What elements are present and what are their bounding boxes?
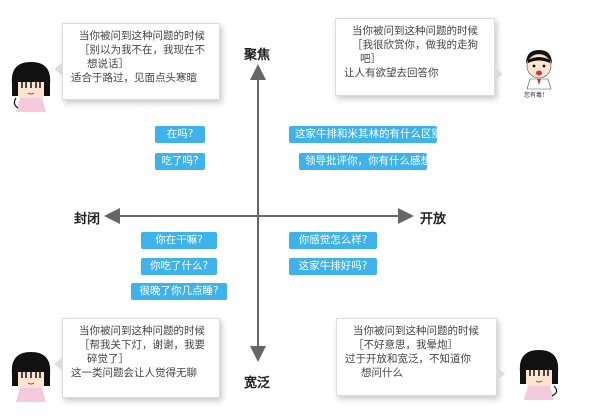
speech-tail xyxy=(496,367,505,381)
card-line: 想说话］ xyxy=(87,58,129,70)
speech-card-bottom-right: 当你被问到这种问题的时候 ［不好意思，我晕炮］ 过于开放和宽泛，不知道你 想问什… xyxy=(336,318,505,396)
card-line: 碎觉了］ xyxy=(87,353,129,365)
card-line: 过于开放和宽泛，不知道你 xyxy=(345,353,471,365)
card-line: ［不好意思，我晕炮］ xyxy=(353,339,458,351)
speech-card-bottom-left: 当你被问到这种问题的时候 ［帮我关下灯，谢谢，我要 碎觉了］ 这一类问题会让人觉… xyxy=(54,318,220,398)
question-button-what-did-you-eat[interactable]: 你吃了什么? xyxy=(141,258,217,275)
card-line: 适合于路过，见面点头寒暄 xyxy=(71,72,197,84)
girl-avatar-icon xyxy=(11,352,51,402)
question-button-have-you-eaten[interactable]: 吃了吗? xyxy=(155,153,205,170)
axis-label-focused: 聚焦 xyxy=(244,48,271,63)
question-button-are-you-there[interactable]: 在吗? xyxy=(155,126,205,143)
question-button-is-steak-good[interactable]: 这家牛排好吗? xyxy=(289,258,377,275)
axis-label-broad: 宽泛 xyxy=(244,376,271,391)
question-button-steak-vs-michelin[interactable]: 这家牛排和米其林的有什么区别? xyxy=(289,126,448,143)
avatar-caption: 您有毒！ xyxy=(524,92,549,99)
card-line: 这一类问题会让人觉得无聊 xyxy=(71,367,197,379)
girl-avatar-icon xyxy=(11,62,51,112)
axis-label-closed: 封闭 xyxy=(74,212,101,227)
speech-tail xyxy=(494,67,503,81)
question-button-what-are-you-doing[interactable]: 你在干嘛? xyxy=(141,232,217,249)
card-line: 想问什么 xyxy=(361,367,403,379)
card-title: 当你被问到这种问题的时候 xyxy=(79,325,205,337)
card-title: 当你被问到这种问题的时候 xyxy=(352,25,478,37)
card-line: ［我很欣赏你，做我的走狗 xyxy=(352,39,478,51)
card-line: 让人有欲望去回答你 xyxy=(344,67,439,79)
speech-card-top-left: 当你被问到这种问题的时候 ［别以为我不在，我现在不 想说话］ 适合于路过，见面点… xyxy=(54,23,220,100)
girl-avatar-icon xyxy=(519,350,559,400)
card-title: 当你被问到这种问题的时候 xyxy=(79,30,205,42)
question-button-how-do-you-feel[interactable]: 你感觉怎么样? xyxy=(289,232,377,249)
card-title: 当你被问到这种问题的时候 xyxy=(353,325,479,337)
boy-avatar-icon xyxy=(526,50,552,90)
card-line: ［别以为我不在，我现在不 xyxy=(79,44,205,56)
axis-label-open: 开放 xyxy=(420,212,447,227)
speech-tail xyxy=(54,62,63,76)
card-line: 吧］ xyxy=(360,53,381,65)
question-button-when-sleep[interactable]: 很晚了你几点睡? xyxy=(131,283,227,300)
speech-card-top-right: 当你被问到这种问题的时候 ［我很欣赏你，做我的走狗 吧］ 让人有欲望去回答你 xyxy=(335,18,503,96)
speech-tail xyxy=(54,357,63,371)
card-line: ［帮我关下灯，谢谢，我要 xyxy=(79,339,205,351)
question-button-criticized-feelings[interactable]: 领导批评你，你有什么感想? xyxy=(299,153,437,170)
